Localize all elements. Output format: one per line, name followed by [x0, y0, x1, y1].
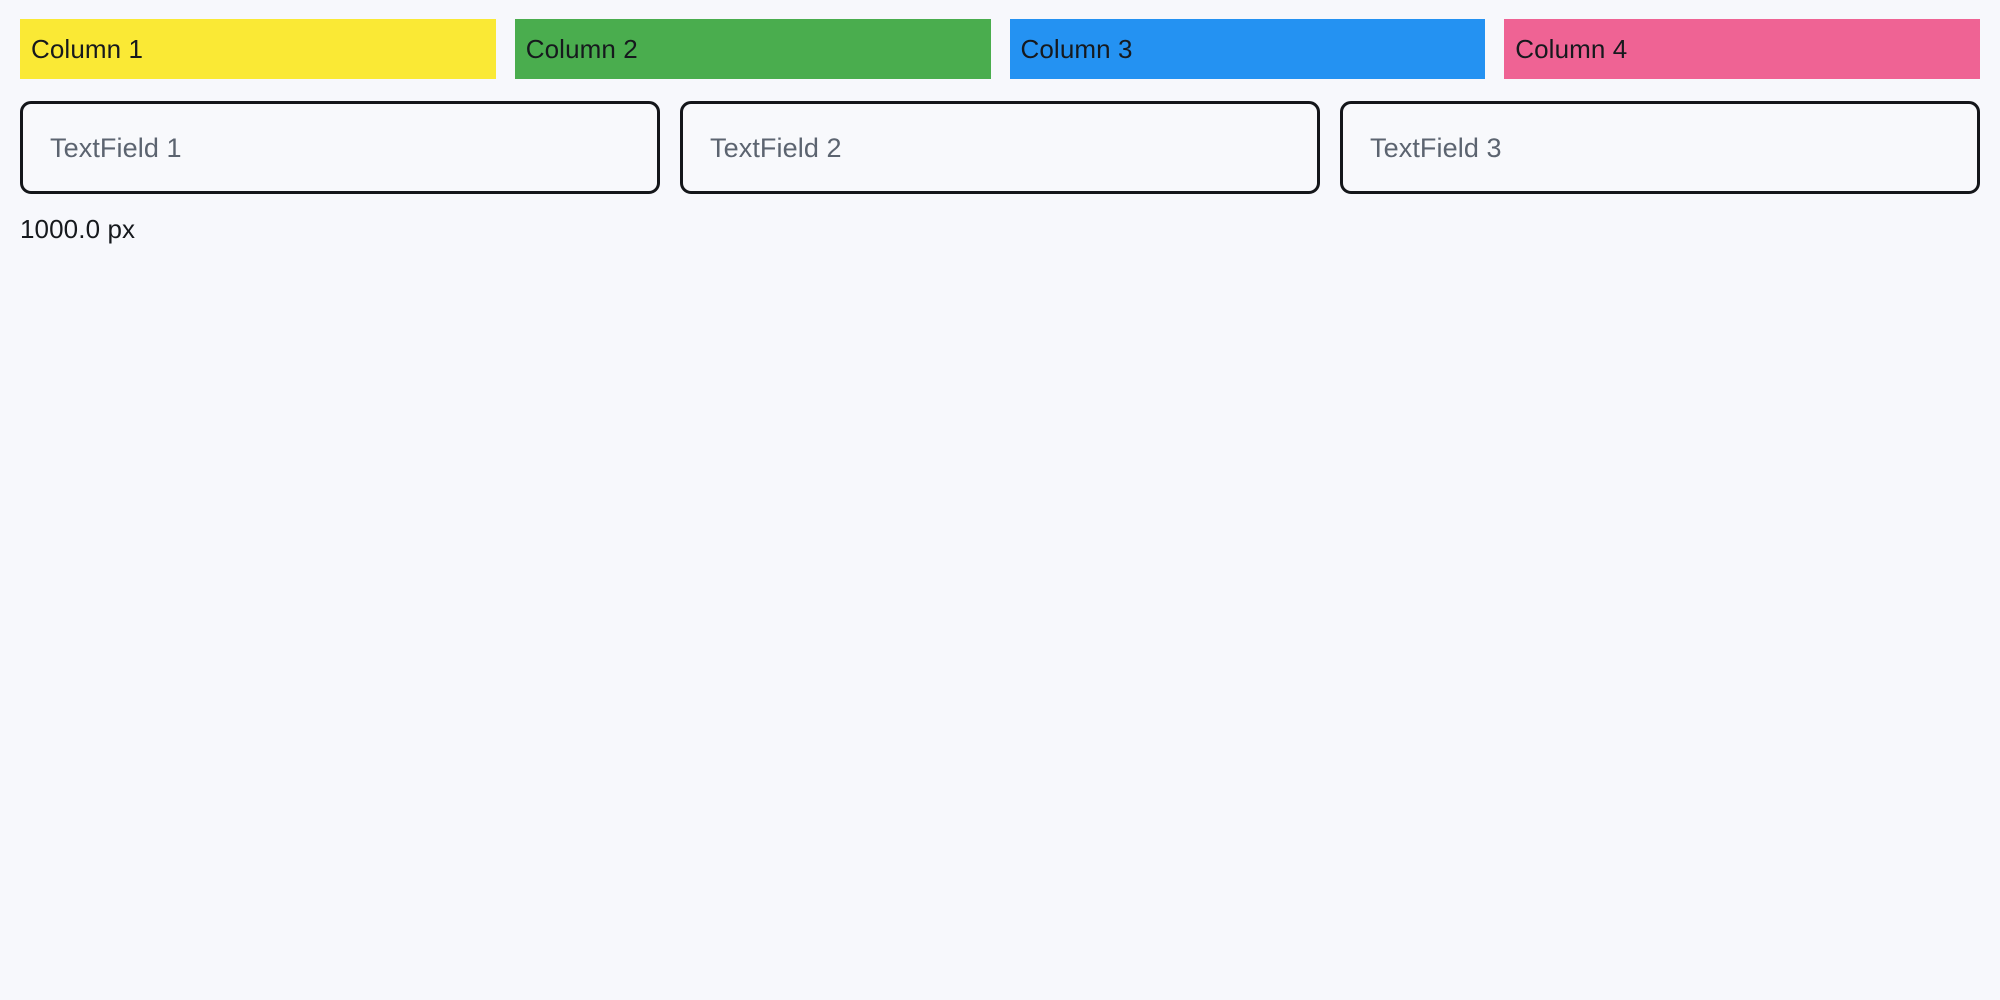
column-label: Column 4	[1515, 34, 1628, 64]
width-readout-label: 1000.0 px	[20, 214, 136, 244]
column-block-3[interactable]: Column 3	[1009, 19, 1486, 79]
column-label: Column 1	[31, 34, 144, 64]
text-field-3[interactable]: TextField 3	[1340, 101, 1980, 194]
column-label: Column 2	[525, 34, 638, 64]
column-block-1[interactable]: Column 1	[20, 19, 496, 79]
column-label: Column 3	[1020, 34, 1133, 64]
columns-row: Column 1 Column 2 Column 3 Column 4	[20, 19, 1980, 79]
text-field-placeholder: TextField 1	[50, 132, 182, 163]
text-field-placeholder: TextField 2	[710, 132, 842, 163]
column-block-2[interactable]: Column 2	[514, 19, 991, 79]
text-field-placeholder: TextField 3	[1370, 132, 1502, 163]
text-fields-row: TextField 1 TextField 2 TextField 3	[20, 101, 1980, 194]
text-field-1[interactable]: TextField 1	[20, 101, 660, 194]
column-block-4[interactable]: Column 4	[1504, 19, 1980, 79]
text-field-2[interactable]: TextField 2	[680, 101, 1320, 194]
